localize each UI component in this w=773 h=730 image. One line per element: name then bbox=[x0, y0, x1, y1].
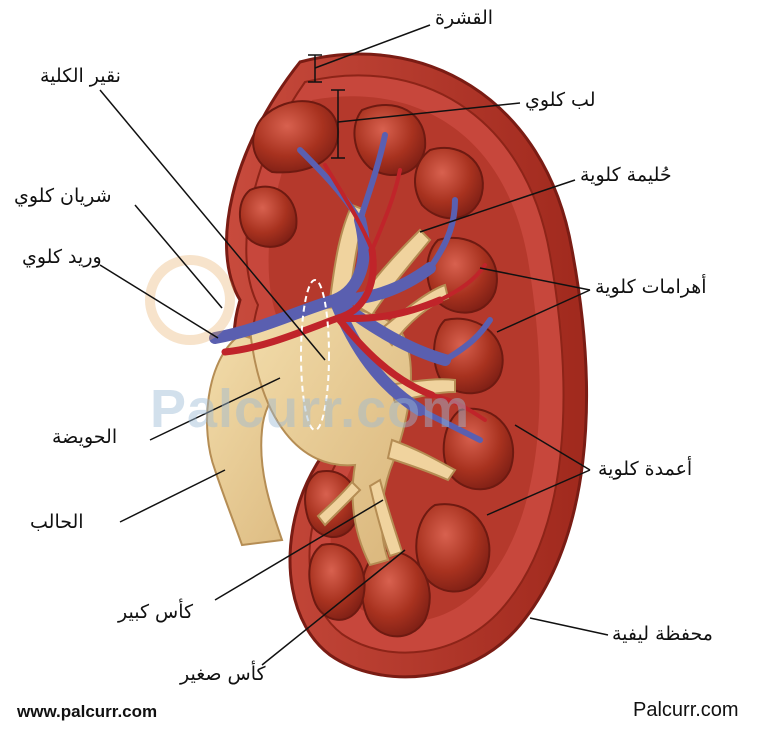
footer-url: www.palcurr.com bbox=[17, 702, 157, 722]
label-renal-papilla: حُليمة كلوية bbox=[580, 163, 672, 187]
leader-line-capsule bbox=[530, 618, 608, 635]
label-renal-pelvis: الحويضة bbox=[52, 425, 117, 449]
label-fibrous-capsule: محفظة ليفية bbox=[612, 622, 713, 646]
label-renal-columns: أعمدة كلوية bbox=[598, 457, 692, 481]
label-major-calyx: كأس كبير bbox=[118, 600, 193, 624]
label-renal-pyramids: أهرامات كلوية bbox=[595, 275, 707, 299]
watermark-text: Palcurr.com bbox=[150, 378, 470, 440]
label-minor-calyx: كأس صغير bbox=[180, 662, 266, 686]
label-renal-hilum: نقير الكلية bbox=[40, 64, 121, 88]
watermark-logo bbox=[150, 260, 230, 340]
renal-pyramid bbox=[240, 187, 297, 247]
label-ureter: الحالب bbox=[30, 510, 84, 534]
leader-line-ureter bbox=[120, 470, 225, 522]
footer-brand: Palcurr.com bbox=[633, 699, 739, 722]
renal-pyramid bbox=[415, 148, 483, 218]
label-renal-artery: شريان كلوي bbox=[14, 184, 112, 208]
label-renal-vein: وريد كلوي bbox=[22, 245, 102, 269]
label-renal-medulla: لب كلوي bbox=[525, 88, 596, 112]
label-cortex: القشرة bbox=[435, 6, 493, 30]
